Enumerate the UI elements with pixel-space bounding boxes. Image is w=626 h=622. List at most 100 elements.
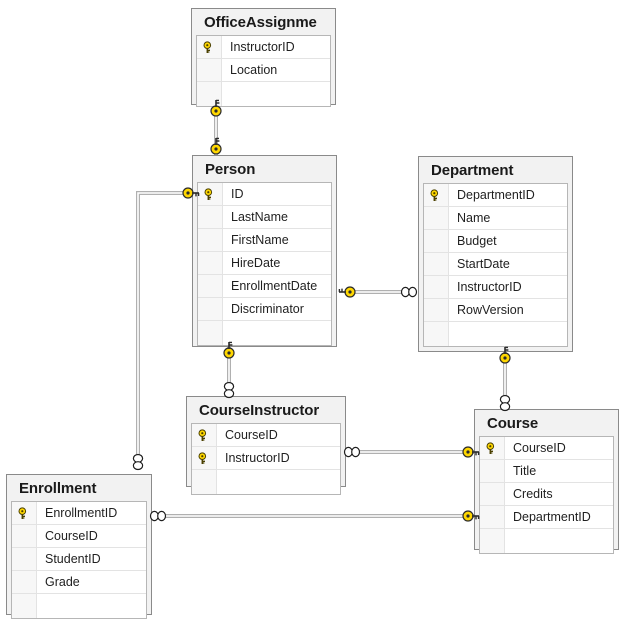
field-row[interactable]: RowVersion — [424, 299, 567, 322]
table-officeassignment[interactable]: OfficeAssignme InstructorID Location — [191, 8, 336, 107]
field-row[interactable]: FirstName — [198, 229, 331, 252]
field-name: Credits — [513, 487, 553, 501]
table-courseinstructor[interactable]: CourseInstructor CourseID — [186, 396, 346, 495]
primary-key-icon — [204, 187, 212, 200]
field-row[interactable]: Grade — [12, 571, 146, 594]
field-row[interactable]: StudentID — [12, 548, 146, 571]
field-grid-officeassignment: InstructorID Location — [196, 35, 331, 107]
key-icon-cell — [198, 252, 223, 274]
field-row[interactable]: DepartmentID — [480, 506, 613, 529]
field-name: DepartmentID — [513, 510, 591, 524]
key-icon-cell — [480, 460, 505, 482]
key-icon-cell — [198, 275, 223, 297]
field-name: Budget — [457, 234, 497, 248]
field-row-empty[interactable] — [480, 529, 613, 553]
field-row[interactable]: Discriminator — [198, 298, 331, 321]
field-row[interactable]: Credits — [480, 483, 613, 506]
field-grid-enrollment: EnrollmentID CourseID StudentID Grade — [11, 501, 147, 619]
primary-key-icon — [198, 451, 206, 464]
field-name: Discriminator — [231, 302, 304, 316]
key-icon-cell — [424, 299, 449, 321]
field-row[interactable]: Budget — [424, 230, 567, 253]
field-row[interactable]: InstructorID — [192, 447, 340, 470]
field-name: InstructorID — [457, 280, 522, 294]
primary-key-icon — [430, 188, 438, 201]
key-icon-cell — [424, 276, 449, 298]
field-row[interactable]: ID — [198, 183, 331, 206]
field-row-empty[interactable] — [424, 322, 567, 346]
field-row[interactable]: InstructorID — [424, 276, 567, 299]
field-name: Name — [457, 211, 491, 225]
key-icon-cell — [12, 525, 37, 547]
table-title-department: Department — [431, 162, 514, 179]
field-name: InstructorID — [230, 40, 295, 54]
key-icon-cell — [424, 207, 449, 229]
field-row[interactable]: CourseID — [12, 525, 146, 548]
key-icon-cell — [480, 529, 505, 553]
field-name: Grade — [45, 575, 80, 589]
key-icon-cell — [480, 437, 505, 459]
field-row-empty[interactable] — [192, 470, 340, 494]
field-grid-department: DepartmentID Name Budget StartDate Instr… — [423, 183, 568, 347]
field-name: CourseID — [513, 441, 566, 455]
field-row-empty[interactable] — [197, 82, 330, 106]
key-icon-cell — [424, 184, 449, 206]
field-row-empty[interactable] — [12, 594, 146, 618]
key-icon-cell — [424, 230, 449, 252]
key-icon-cell — [12, 594, 37, 618]
field-name: Location — [230, 63, 278, 77]
field-row[interactable]: Name — [424, 207, 567, 230]
key-icon-cell — [198, 229, 223, 251]
field-name: StartDate — [457, 257, 510, 271]
table-title-officeassignment: OfficeAssignme — [204, 14, 317, 31]
field-row[interactable]: LastName — [198, 206, 331, 229]
key-icon-cell — [198, 206, 223, 228]
table-title-courseinstructor: CourseInstructor — [199, 402, 320, 419]
field-grid-course: CourseID Title Credits DepartmentID — [479, 436, 614, 554]
field-row[interactable]: InstructorID — [197, 36, 330, 59]
field-row[interactable]: StartDate — [424, 253, 567, 276]
table-title-enrollment: Enrollment — [19, 480, 97, 497]
key-icon-cell — [424, 322, 449, 346]
key-icon-cell — [198, 183, 223, 205]
field-row-empty[interactable] — [198, 321, 331, 345]
field-row[interactable]: Title — [480, 460, 613, 483]
key-icon-cell — [424, 253, 449, 275]
field-name: StudentID — [45, 552, 101, 566]
key-icon-cell — [12, 571, 37, 593]
key-icon-cell — [198, 321, 223, 345]
table-person[interactable]: Person ID LastName FirstNa — [192, 155, 337, 347]
field-row[interactable]: EnrollmentDate — [198, 275, 331, 298]
primary-key-icon — [18, 506, 26, 519]
field-row[interactable]: DepartmentID — [424, 184, 567, 207]
table-department[interactable]: Department DepartmentID Name — [418, 156, 573, 352]
primary-key-icon — [486, 441, 494, 454]
field-row[interactable]: HireDate — [198, 252, 331, 275]
primary-key-icon — [203, 40, 211, 53]
field-name: DepartmentID — [457, 188, 535, 202]
key-icon-cell — [12, 548, 37, 570]
table-enrollment[interactable]: Enrollment EnrollmentID CourseID — [6, 474, 152, 619]
field-name: CourseID — [225, 428, 278, 442]
field-name: ID — [231, 187, 244, 201]
field-name: LastName — [231, 210, 288, 224]
field-name: EnrollmentID — [45, 506, 118, 520]
table-course[interactable]: Course CourseID Title Cred — [474, 409, 619, 554]
key-icon-cell — [480, 506, 505, 528]
field-row[interactable]: CourseID — [192, 424, 340, 447]
key-icon-cell — [197, 36, 222, 58]
key-icon-cell — [480, 483, 505, 505]
field-row[interactable]: Location — [197, 59, 330, 82]
key-icon-cell — [197, 59, 222, 81]
key-icon-cell — [192, 470, 217, 494]
field-row[interactable]: CourseID — [480, 437, 613, 460]
key-icon-cell — [192, 447, 217, 469]
field-row[interactable]: EnrollmentID — [12, 502, 146, 525]
field-name: CourseID — [45, 529, 98, 543]
key-icon-cell — [12, 502, 37, 524]
field-grid-courseinstructor: CourseID InstructorID — [191, 423, 341, 495]
field-name: RowVersion — [457, 303, 524, 317]
field-grid-person: ID LastName FirstName HireDate Enrollmen… — [197, 182, 332, 346]
field-name: FirstName — [231, 233, 289, 247]
